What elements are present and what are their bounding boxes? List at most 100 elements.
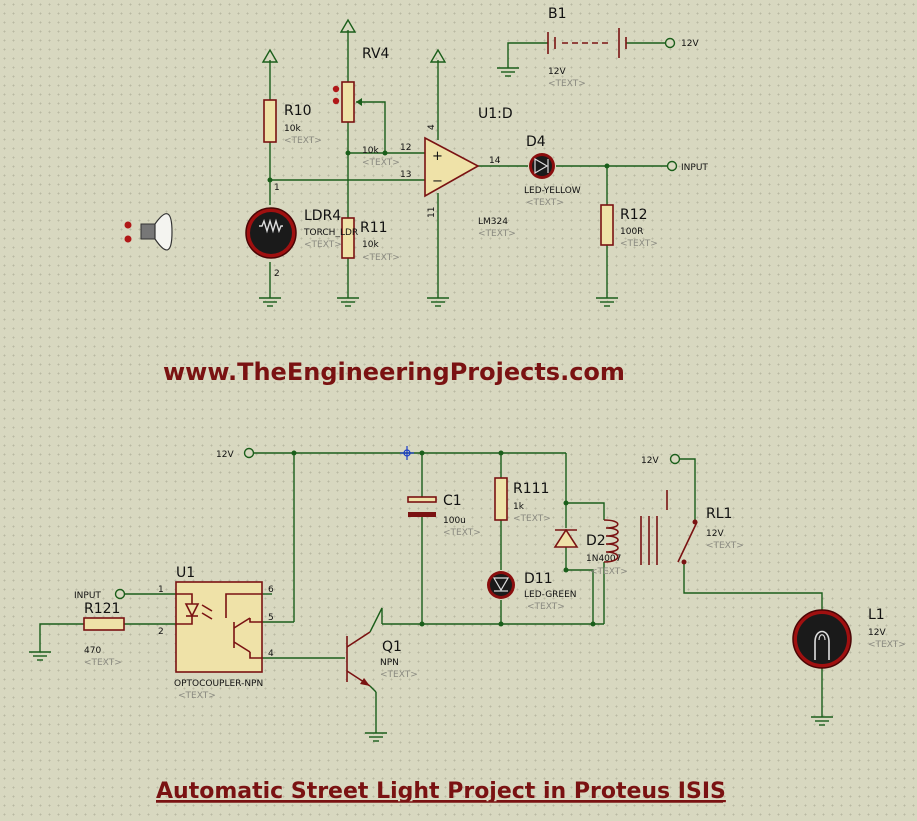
r12-ref: R12 <box>620 207 648 223</box>
terminal-12v-relay-label: 12V <box>641 456 659 466</box>
opamp-pin12: 12 <box>400 143 411 153</box>
d11-value: LED-GREEN <box>524 590 577 600</box>
u1-value: OPTOCOUPLER-NPN <box>174 679 263 689</box>
l1-value: 12V <box>868 628 886 638</box>
terminal-12v-top-label: 12V <box>681 39 699 49</box>
r11-value: 10k <box>362 240 379 250</box>
capacitor-c1[interactable] <box>407 496 437 517</box>
ldr-pin2: 2 <box>274 269 280 279</box>
probe-marker-icon[interactable] <box>400 446 414 460</box>
d2-text: <TEXT> <box>590 567 628 577</box>
opto-pin2: 2 <box>158 627 164 637</box>
r10-ref: R10 <box>284 103 312 119</box>
opto-pin6: 6 <box>268 585 274 595</box>
r10-text: <TEXT> <box>284 136 322 146</box>
resistor-r111[interactable] <box>494 477 508 521</box>
opamp-pin11: 11 <box>427 207 437 218</box>
u1-text: <TEXT> <box>178 691 216 701</box>
u1d-text: <TEXT> <box>478 229 516 239</box>
d2-ref: D2 <box>586 533 606 549</box>
ground-l1 <box>811 716 833 726</box>
r12-text: <TEXT> <box>620 239 658 249</box>
opamp-pin14: 14 <box>489 156 501 166</box>
ldr4-text: <TEXT> <box>304 240 342 250</box>
ground-ldr <box>259 297 281 307</box>
power-arrow-opamp <box>429 48 447 63</box>
rl1-text: <TEXT> <box>706 541 744 551</box>
website-text: www.TheEngineeringProjects.com <box>163 358 625 386</box>
r11-text: <TEXT> <box>362 253 400 263</box>
lamp-l1[interactable] <box>792 609 852 669</box>
r111-text: <TEXT> <box>513 514 551 524</box>
r121-ref: R121 <box>84 601 120 617</box>
ground-r12 <box>596 297 618 307</box>
battery-b1[interactable] <box>547 28 627 58</box>
power-arrow-rv4 <box>339 18 357 33</box>
r121-text: <TEXT> <box>84 658 122 668</box>
q1-ref: Q1 <box>382 639 402 655</box>
ldr-ldr4[interactable] <box>245 207 297 259</box>
ground-q1 <box>365 732 387 742</box>
terminal-12v-top[interactable] <box>664 37 676 49</box>
optocoupler-u1[interactable] <box>175 581 263 673</box>
opamp-pin4: 4 <box>427 124 437 130</box>
l1-text: <TEXT> <box>868 640 906 650</box>
opamp-plus-sign: + <box>432 149 443 164</box>
ground-r121 <box>29 640 51 661</box>
opamp-u1d[interactable] <box>424 136 480 198</box>
rl1-value: 12V <box>706 529 724 539</box>
transistor-q1[interactable] <box>346 607 383 693</box>
r11-ref: R11 <box>360 220 388 236</box>
d11-text: <TEXT> <box>527 602 565 612</box>
resistor-r121[interactable] <box>83 617 125 631</box>
led-d11[interactable] <box>487 571 515 599</box>
terminal-12v-supply[interactable] <box>243 447 255 459</box>
top-junctions <box>267 150 610 183</box>
ldr4-value: TORCH_LDR <box>303 228 358 238</box>
b1-value: 12V <box>548 67 566 77</box>
opamp-pin13: 13 <box>400 170 411 180</box>
d4-ref: D4 <box>526 134 546 150</box>
relay-rl1[interactable] <box>603 490 698 565</box>
u1-ref: U1 <box>176 565 195 581</box>
opto-pin4: 4 <box>268 649 274 659</box>
rl1-ref: RL1 <box>706 506 732 522</box>
d4-value: LED-YELLOW <box>524 186 581 196</box>
page-title: Automatic Street Light Project in Proteu… <box>156 779 726 804</box>
led-d4[interactable] <box>529 153 555 179</box>
c1-value: 100u <box>443 516 466 526</box>
q1-value: NPN <box>380 658 399 668</box>
r121-value: 470 <box>84 646 101 656</box>
terminal-input-out[interactable] <box>666 160 678 172</box>
r111-ref: R111 <box>513 481 549 497</box>
r12-value: 100R <box>620 227 643 237</box>
terminal-input-in[interactable] <box>114 588 126 600</box>
d2-value: 1N4007 <box>586 554 621 564</box>
bottom-wires <box>39 452 823 733</box>
ldr-pin1: 1 <box>274 183 280 193</box>
bottom-junctions <box>291 450 596 627</box>
d4-text: <TEXT> <box>526 198 564 208</box>
l1-ref: L1 <box>868 607 885 623</box>
potentiometer-rv4[interactable] <box>332 81 362 123</box>
r10-value: 10k <box>284 124 301 134</box>
rv4-text: <TEXT> <box>362 158 400 168</box>
ground-r11 <box>337 297 359 307</box>
diode-d2[interactable] <box>553 528 579 548</box>
ldr4-ref: LDR4 <box>304 208 341 224</box>
rv4-ref: RV4 <box>362 46 390 62</box>
opto-pin5: 5 <box>268 613 274 623</box>
u1d-ref: U1:D <box>478 106 513 122</box>
opto-pin1: 1 <box>158 585 164 595</box>
resistor-r12[interactable] <box>600 204 614 246</box>
opamp-minus-sign: − <box>432 174 443 189</box>
c1-text: <TEXT> <box>443 528 481 538</box>
resistor-r10[interactable] <box>263 99 277 143</box>
u1d-value: LM324 <box>478 217 508 227</box>
torch-icon[interactable] <box>124 213 173 251</box>
terminal-input-out-label: INPUT <box>681 163 708 173</box>
terminal-12v-relay[interactable] <box>669 453 681 465</box>
resistor-r11[interactable] <box>341 217 355 259</box>
